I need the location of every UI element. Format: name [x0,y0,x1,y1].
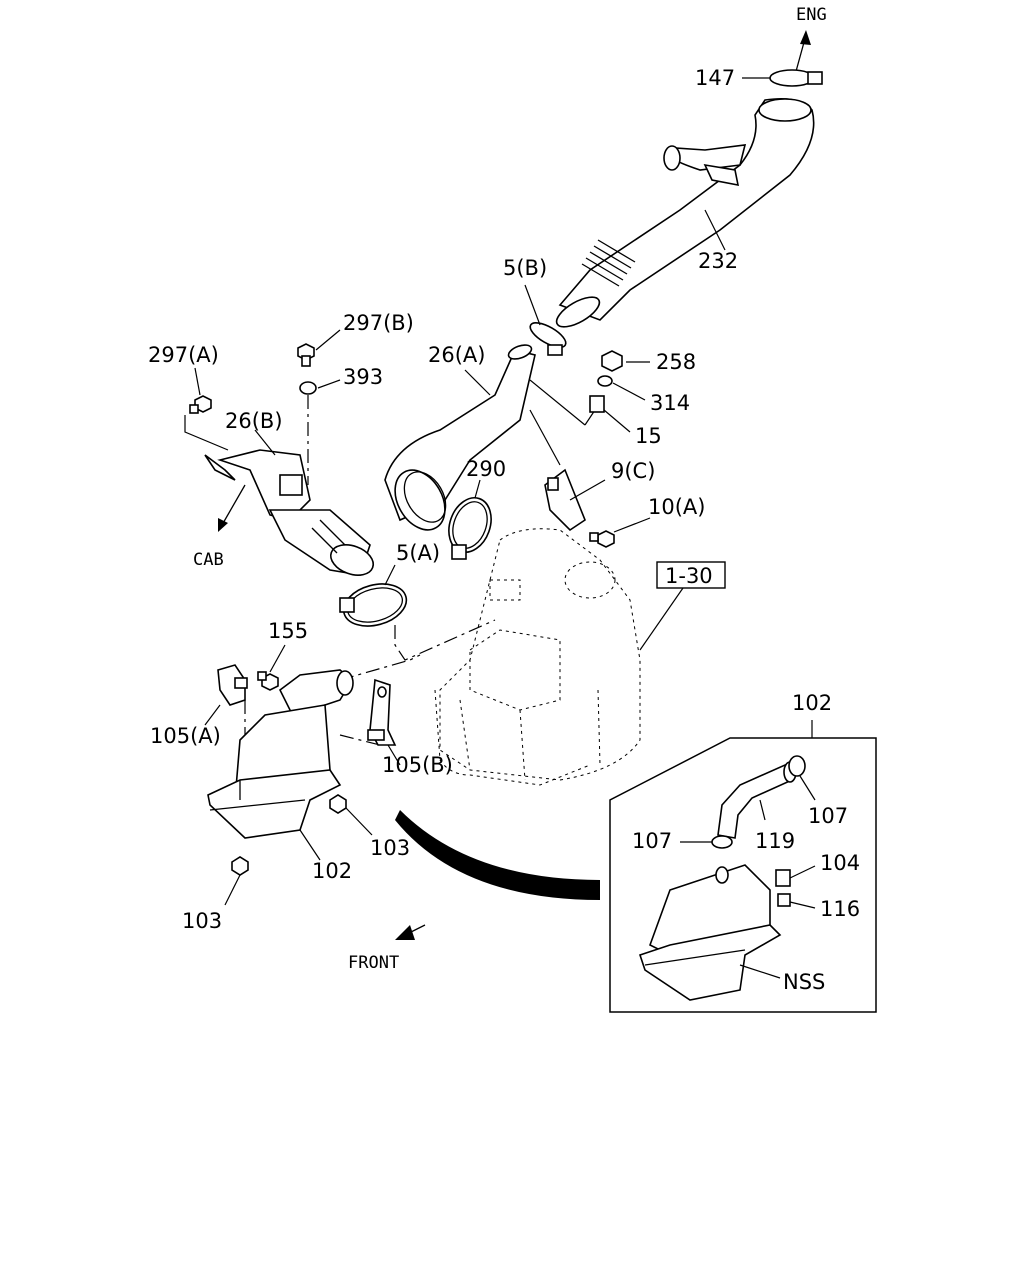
label-147: 147 [695,66,735,90]
cab-arrow [218,484,246,532]
label-front: FRONT [348,953,399,973]
part-105a-bracket[interactable] [204,664,248,726]
eng-arrow [794,30,811,76]
part-290-clamp[interactable] [442,479,499,560]
part-155-bolt[interactable] [257,644,286,691]
part-5b-clamp[interactable] [524,284,569,356]
part-116-plug[interactable] [777,893,816,909]
label-232: 232 [698,249,738,273]
part-1-30-air-cleaner [434,528,641,786]
label-290: 290 [466,457,506,481]
part-258-nut[interactable] [601,350,650,372]
part-103-nut-lower[interactable] [224,856,249,906]
part-393-washer[interactable] [299,379,341,395]
part-102-resonator[interactable] [207,669,354,861]
label-103-lower: 103 [182,909,222,933]
label-102-detail: 102 [792,691,832,715]
part-5a-clamp[interactable] [339,564,411,633]
part-232-intake-pipe[interactable] [552,97,815,333]
label-15: 15 [635,424,662,448]
label-103-upper: 103 [370,836,410,860]
label-nss: NSS [783,970,825,994]
guide-line-297a [184,415,229,451]
label-5b: 5(B) [503,256,547,280]
detail-box [609,720,877,1013]
part-103-nut-upper[interactable] [329,794,373,836]
part-nss-resonator[interactable] [638,864,782,1001]
label-314: 314 [650,391,690,415]
label-9c: 9(C) [611,459,655,483]
label-cab: CAB [193,550,224,570]
label-102-main: 102 [312,859,352,883]
part-1-30-label-box [639,561,726,651]
front-arrow [395,924,426,940]
label-119: 119 [755,829,795,853]
label-155: 155 [268,619,308,643]
part-15-stud[interactable] [589,395,631,433]
label-107-upper: 107 [808,804,848,828]
part-9c-bracket[interactable] [529,409,606,532]
label-258: 258 [656,350,696,374]
part-26a-duct[interactable] [384,342,596,538]
part-147-clamp[interactable] [742,69,823,87]
part-119-hose[interactable] [717,761,797,839]
part-297b-bolt[interactable] [297,329,341,367]
label-105b: 105(B) [382,753,453,777]
label-105a: 105(A) [150,724,221,748]
label-297b: 297(B) [343,311,414,335]
part-104-grommet[interactable] [775,865,816,887]
detail-callout-arrow [395,810,600,900]
label-104: 104 [820,851,860,875]
label-eng: ENG [796,5,827,25]
label-116: 116 [820,897,860,921]
part-26b-duct[interactable] [204,429,377,581]
label-393: 393 [343,365,383,389]
duct-ring [394,469,447,531]
part-297a-bolt[interactable] [189,367,212,414]
label-297a: 297(A) [148,343,219,367]
part-105b-bracket[interactable] [367,678,401,766]
bellows [581,239,636,287]
label-5a: 5(A) [396,541,440,565]
label-26b: 26(B) [225,409,283,433]
label-1-30: 1-30 [665,564,713,588]
part-107-clamp-lower[interactable] [680,835,733,849]
guide-lines [244,619,496,760]
label-10a: 10(A) [648,495,705,519]
part-10a-bolt[interactable] [589,517,651,548]
part-107-clamp-upper[interactable] [788,755,816,801]
label-107-lower: 107 [632,829,672,853]
label-26a: 26(A) [428,343,485,367]
part-314-washer[interactable] [597,375,646,401]
